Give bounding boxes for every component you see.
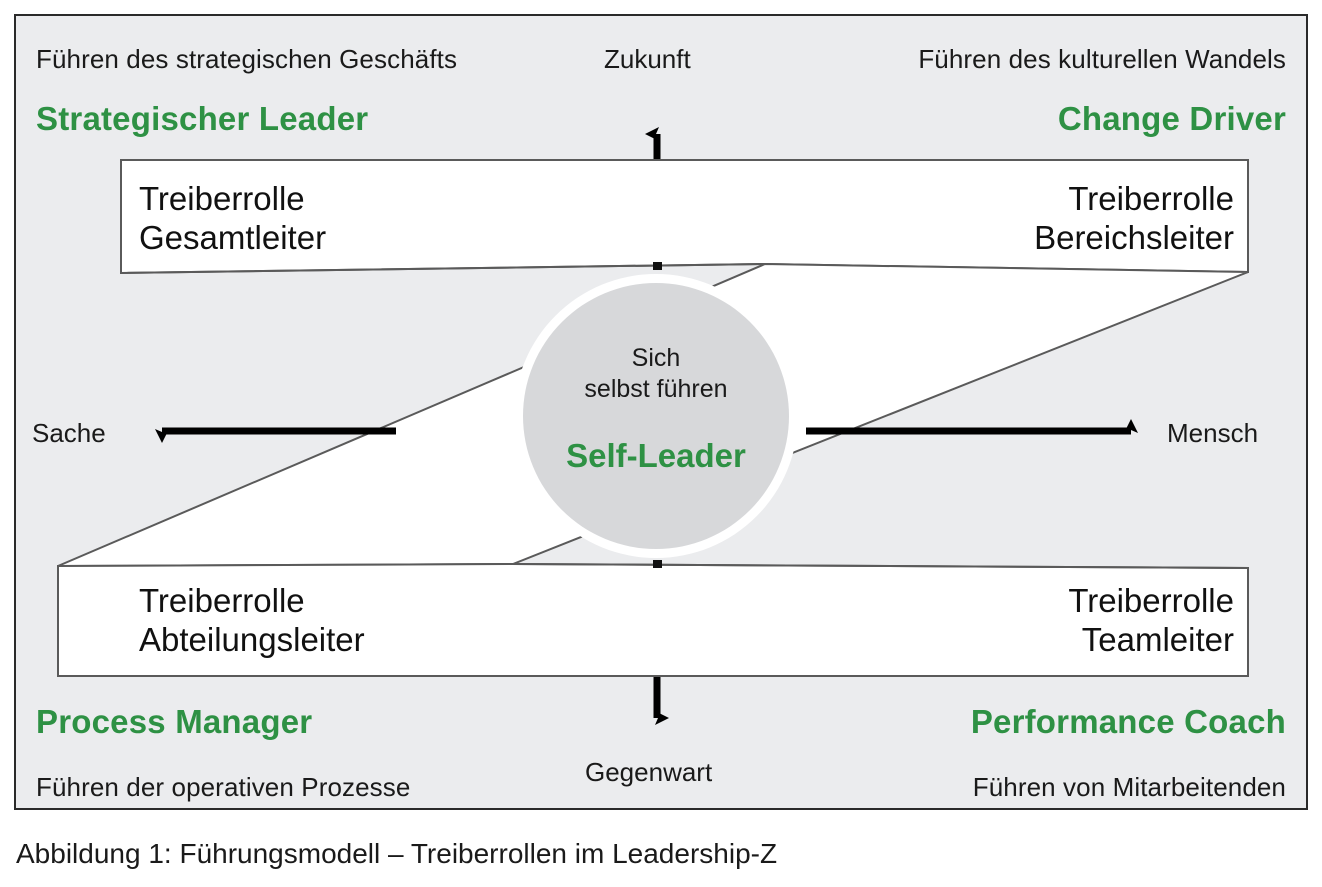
center-subtitle: Sich selbst führen	[506, 343, 806, 406]
axis-label-bottom: Gegenwart	[585, 757, 713, 787]
driver-top-right-l1: Treiberrolle	[1068, 180, 1234, 217]
axis-label-left: Sache	[32, 418, 106, 448]
driver-bottom-left-l1: Treiberrolle	[139, 582, 305, 619]
role-top-left: Strategischer Leader	[36, 100, 369, 137]
tagline-top-right: Führen des kulturellen Wandels	[918, 44, 1286, 74]
axis-label-top: Zukunft	[604, 44, 691, 74]
center-subtitle-l2: selbst führen	[584, 375, 728, 404]
tagline-bottom-right: Führen von Mitarbeitenden	[972, 772, 1286, 802]
driver-bottom-left-l2: Abteilungsleiter	[139, 620, 365, 658]
center-role: Self-Leader	[566, 437, 746, 474]
driver-top-right-l2: Bereichsleiter	[1034, 218, 1234, 256]
axis-label-right: Mensch	[1167, 418, 1259, 448]
figure-caption: Abbildung 1: Führungsmodell – Treiberrol…	[16, 838, 778, 869]
driver-bottom-right-l1: Treiberrolle	[1068, 582, 1234, 619]
tagline-top-left: Führen des strategischen Geschäfts	[36, 44, 458, 74]
role-bottom-right: Performance Coach	[970, 703, 1286, 740]
driver-top-left-l2: Gesamtleiter	[139, 218, 327, 256]
driver-top-left-l1: Treiberrolle	[139, 180, 305, 217]
role-bottom-left: Process Manager	[36, 703, 313, 740]
role-top-right: Change Driver	[1057, 100, 1286, 137]
tagline-bottom-left: Führen der operativen Prozesse	[36, 772, 411, 802]
center-subtitle-l1: Sich	[631, 344, 681, 372]
driver-bottom-right-l2: Teamleiter	[1081, 620, 1234, 658]
